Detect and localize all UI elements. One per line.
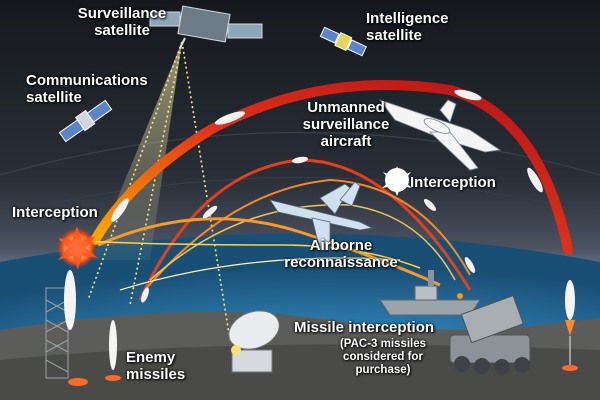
communications-satellite-icon — [58, 99, 113, 143]
sensor-link — [119, 257, 401, 291]
label-enemy-missiles: Enemy missiles — [126, 349, 186, 383]
pac3-launcher-icon — [449, 295, 531, 375]
label-airborne-reconnaissance: Airborne reconnaissance — [284, 237, 398, 271]
intelligence-satellite-icon — [319, 26, 367, 57]
outer-trajectory — [90, 80, 573, 255]
radar-dish-icon — [228, 310, 280, 373]
drone-icon — [378, 99, 502, 171]
missile-icon — [111, 89, 543, 303]
label-surveillance-satellite: Surveillance satellite — [77, 5, 167, 39]
surveillance-satellite-icon — [149, 5, 263, 49]
label-missile-interception: Missile interception — [294, 319, 435, 336]
label-interception-left: Interception — [12, 204, 98, 221]
label-unmanned-aircraft: Unmanned surveillance aircraft — [302, 99, 390, 150]
label-intelligence-satellite: Intelligence satellite — [366, 10, 449, 44]
sensor-line — [181, 41, 231, 341]
orbit-ring — [0, 177, 600, 216]
label-pac3-note: (PAC-3 missiles considered for purchase) — [339, 338, 427, 376]
interceptor-missile-icon — [565, 280, 575, 320]
sensor-line — [87, 41, 183, 301]
inner-trajectory — [149, 203, 456, 281]
inner-trajectory — [144, 178, 471, 291]
sensor-link — [59, 239, 421, 269]
label-interception-right: Interception — [410, 174, 496, 191]
label-communications-satellite: Communications satellite — [26, 72, 148, 106]
interceptor-missile-icon — [64, 270, 76, 330]
enemy-missile-icon — [109, 320, 117, 370]
launch-tower-icon — [45, 287, 69, 379]
recon-aircraft-icon — [269, 181, 374, 251]
orbit-ring — [0, 131, 600, 176]
interceptor-trail — [97, 217, 441, 287]
